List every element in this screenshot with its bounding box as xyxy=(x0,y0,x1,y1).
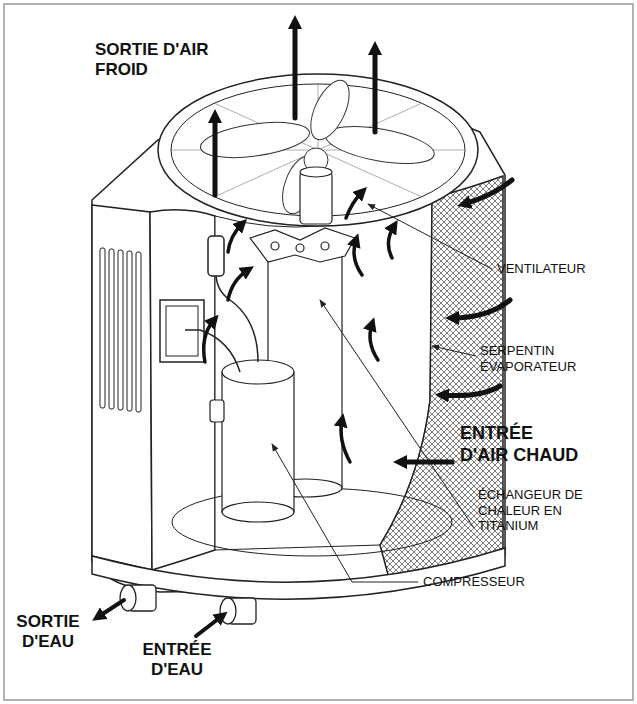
water-flow-arrows xyxy=(98,600,124,617)
fan-grille xyxy=(158,74,478,226)
fan-blades xyxy=(323,120,437,171)
internal-airflow-arrows xyxy=(388,226,394,258)
housing xyxy=(166,306,198,356)
side-louvers xyxy=(127,251,132,411)
compressor xyxy=(210,400,224,422)
water-fittings xyxy=(120,585,136,611)
compressor xyxy=(222,502,294,522)
part-label: ÉCHANGEUR DE CHALEUR EN TITANIUM xyxy=(478,487,588,534)
side-louvers xyxy=(109,249,114,409)
titanium-heat-exchanger xyxy=(250,228,355,262)
refrigerant-pipes xyxy=(185,330,240,372)
side-louvers xyxy=(136,252,141,412)
water-flow-arrows xyxy=(98,600,222,636)
housing xyxy=(160,300,204,362)
airflow-arrows xyxy=(213,116,218,195)
fan-motor xyxy=(300,167,332,224)
refrigerant-pipes xyxy=(185,236,258,372)
water-flow-arrows xyxy=(196,616,222,636)
airflow-arrows xyxy=(442,386,500,396)
frame-border xyxy=(4,4,633,700)
fan-motor xyxy=(300,172,332,224)
titanium-heat-exchanger xyxy=(271,242,279,250)
airflow-arrows xyxy=(400,460,452,465)
part-label: VENTILATEUR xyxy=(497,261,627,277)
internal-airflow-arrows xyxy=(228,270,248,300)
housing xyxy=(215,198,432,550)
leader-lines xyxy=(432,346,476,356)
airflow-arrows xyxy=(215,22,512,462)
side-louvers xyxy=(100,248,141,412)
fan-motor xyxy=(300,167,332,177)
airflow-arrows xyxy=(373,48,378,132)
leader-lines xyxy=(272,204,492,582)
titanium-heat-exchanger xyxy=(296,244,304,252)
refrigerant-pipes xyxy=(208,236,224,276)
side-louvers xyxy=(100,248,105,408)
water-outlet-label: SORTIE D'EAU xyxy=(8,612,88,653)
water-fittings xyxy=(220,598,236,624)
water-inlet-label: ENTRÉE D'EAU xyxy=(132,640,222,681)
air-inlet-label: ENTRÉE D'AIR CHAUD xyxy=(460,423,584,466)
internal-airflow-arrows xyxy=(204,192,394,462)
compressor xyxy=(222,372,294,512)
fan-grille xyxy=(158,74,478,226)
leader-lines xyxy=(272,444,418,582)
internal-airflow-arrows xyxy=(228,224,242,252)
housing xyxy=(150,210,215,570)
internal-airflow-arrows xyxy=(204,320,214,362)
part-label: SERPENTIN ÉVAPORATEUR xyxy=(480,343,585,374)
water-fittings xyxy=(120,585,256,624)
internal-airflow-arrows xyxy=(341,420,350,462)
leader-lines xyxy=(368,204,492,269)
side-louvers xyxy=(118,250,123,410)
airflow-arrows xyxy=(452,300,510,318)
compressor xyxy=(210,360,294,522)
refrigerant-pipes xyxy=(216,270,258,362)
internal-airflow-arrows xyxy=(354,240,362,275)
air-outlet-label: SORTIE D'AIR FROID xyxy=(95,40,235,81)
fan-blades xyxy=(303,75,357,146)
titanium-heat-exchanger xyxy=(321,242,329,250)
internal-airflow-arrows xyxy=(370,324,378,360)
housing xyxy=(172,488,452,556)
part-label: COMPRESSEUR xyxy=(423,574,553,590)
housing xyxy=(92,205,152,570)
internal-airflow-arrows xyxy=(346,192,362,218)
compressor xyxy=(222,360,294,384)
airflow-arrows xyxy=(464,180,512,204)
airflow-arrows xyxy=(293,22,298,118)
leader-lines xyxy=(320,300,474,528)
